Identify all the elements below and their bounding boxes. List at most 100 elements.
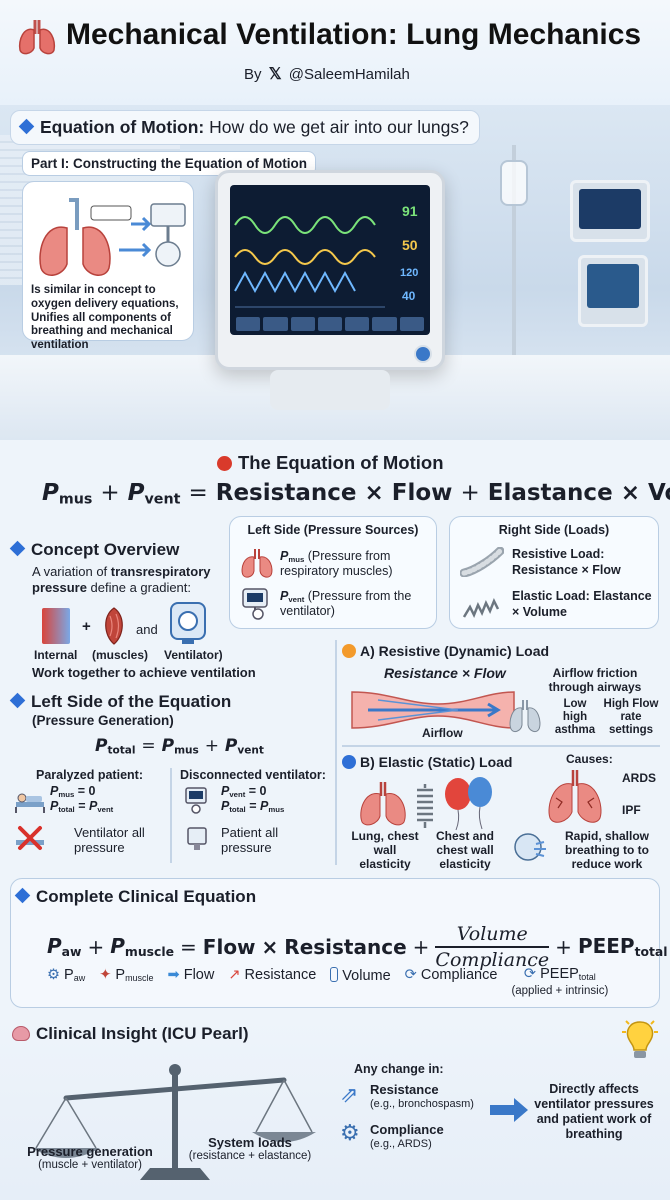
insight-resistance-ex: (e.g., bronchospasm) [370,1098,474,1110]
byline: By 𝕏 @SaleemHamilah [244,64,410,84]
airflow-label: Airflow [422,726,463,740]
left-eq-subtitle: (Pressure Generation) [32,713,174,728]
ventilator-device-icon [170,602,206,644]
divider-vertical [335,640,337,865]
left-side-box: Left Side (Pressure Sources) Pmus (Press… [229,516,437,629]
eom-equation: Pmus + Pvent = Resistance × Flow + Elast… [42,480,670,508]
eom-title: The Equation of Motion [217,452,444,474]
x-logo-icon: 𝕏 [268,66,282,83]
diamond-bullet-icon [9,692,26,709]
elastic-load-text: Elastic Load: Elastance × Volume [512,589,652,619]
causes-label: Causes: [566,752,613,766]
legend-flow: ➡ Flow [167,967,215,983]
monitor-screen: 91 50 120 40 [230,185,430,335]
lung-elastic-icon [360,782,406,826]
clinical-legend: ⚙ Paw ✦ Pmuscle ➡ Flow ↗ Resistance Volu… [47,966,609,999]
clinical-title: Complete Clinical Equation [14,887,256,907]
concept-muscles: (muscles) [92,648,149,662]
iv-bag [500,160,528,206]
iv-pole [512,145,516,435]
lungs-bronchi-icon [509,700,541,733]
lungs-diagram-icon [39,198,186,276]
resistive-title: A) Resistive (Dynamic) Load [342,643,549,659]
ards-label: ARDS [622,771,657,785]
chest-elasticity-label: Chest and chest wall elasticity [435,829,494,871]
diamond-bullet-icon [9,540,26,557]
ventilator-monitor: 91 50 120 40 [215,170,445,370]
legend-paw: ⚙ Paw [47,967,86,984]
rapid-shallow-label: Rapid, shallow breathing to to reduce wo… [564,829,649,871]
fibrotic-lungs-icon [548,770,602,823]
disconnected-eq-2: Ptotal = Pmus [221,799,285,814]
left-side-title: Left Side (Pressure Sources) [247,523,419,537]
monitor-stand [270,370,390,410]
vent-all-pressure: Ventilator all pressure [74,825,145,855]
resistive-formula: Resistance × Flow [384,665,506,681]
motion-question: Equation of Motion: How do we get air in… [10,110,480,145]
monitor-knob [414,345,432,363]
legend-resistance: ↗ Resistance [228,967,317,983]
concept-plus: + [82,618,91,635]
byline-by: By [244,66,262,83]
blue-dot-icon [342,755,356,769]
insight-resistance: Resistance [370,1082,439,1097]
brain-icon [12,1026,30,1041]
paralyzed-eq-1: Pmus = 0 [50,784,96,799]
tube-icon [460,547,504,577]
friction-label: Airflow friction through airways [548,666,642,695]
arrow-up-right-icon: ↗ [228,967,241,983]
balance-scale-icon [32,1064,316,1180]
waveforms [234,216,385,308]
patient-all-pressure: Patient all pressure [221,825,279,855]
right-side-box: Right Side (Loads) Resistive Load: Resis… [449,516,659,629]
cycle-icon: ⟳ [523,966,537,982]
concept-text: A variation of transrespiratory pressure… [32,564,211,595]
lungs-icon [18,20,56,55]
high-flow-rate: High Flow rate settings [603,698,659,737]
legend-compliance: ⟳ Compliance [404,967,498,983]
refresh-icon: ⟳ [404,967,417,983]
page-title: Mechanical Ventilation: Lung Mechanics [66,18,642,51]
patient-bed-icon [15,793,45,813]
part-one-card: Is similar in concept to oxygen delivery… [22,181,194,351]
any-change-label: Any change in: [354,1062,444,1076]
pressure-gen-label: Pressure generation [27,1144,153,1159]
concept-and: and [136,622,158,637]
airway-diagram [351,691,515,729]
balloons-icon [445,777,492,831]
clinical-equation: Paw + Pmuscle = Flow × Resistance + Volu… [47,923,668,971]
muscle-icon [105,607,123,645]
diamond-bullet-icon [14,887,31,904]
pressure-gen-sub: (muscle + ventilator) [38,1159,142,1171]
gear-icon: ⚙ [47,967,60,983]
paralyzed-eq-2: Ptotal = Pvent [50,799,114,814]
legend-volume: Volume [330,967,391,984]
left-eq-title: Left Side of the Equation [9,692,231,712]
insight-effect: Directly affects ventilator pressures an… [534,1082,654,1141]
ipf-label: IPF [622,803,641,817]
arrow-right-large-icon [490,1098,528,1122]
muscle-small-icon: ✦ [99,967,112,983]
gradient-bar-icon [42,608,70,644]
monitor-value-blue-2: 40 [402,289,416,303]
spring-icon [462,597,500,619]
monitor-small-icon [187,827,207,850]
ventilator-off-icon [185,787,207,814]
divider-horizontal [342,745,660,747]
pvent-desc: Pvent (Pressure from the ventilator) [280,589,412,619]
byline-handle: @SaleemHamilah [288,66,410,83]
concept-title: Concept Overview [9,540,179,560]
pmus-desc: Pmus (Pressure from respiratory muscles) [280,549,393,579]
right-side-title: Right Side (Loads) [498,523,610,537]
legend-peep: ⟳ PEEPtotal(applied + intrinsic) [511,966,609,998]
insight-resistance-icon: ⇗ [340,1082,359,1107]
lung-elasticity-label: Lung, chest wall elasticity [351,829,419,871]
system-loads-label: System loads [208,1135,292,1150]
bg-monitor-1 [570,180,650,242]
monitor-softkeys [236,317,424,331]
hero-scene: Part I: Constructing the Equation of Mot… [0,105,670,440]
insight-section [0,1014,670,1200]
insight-title: Clinical Insight (ICU Pearl) [12,1024,249,1044]
diamond-bullet-icon [18,118,35,135]
red-dot-icon [217,456,232,471]
